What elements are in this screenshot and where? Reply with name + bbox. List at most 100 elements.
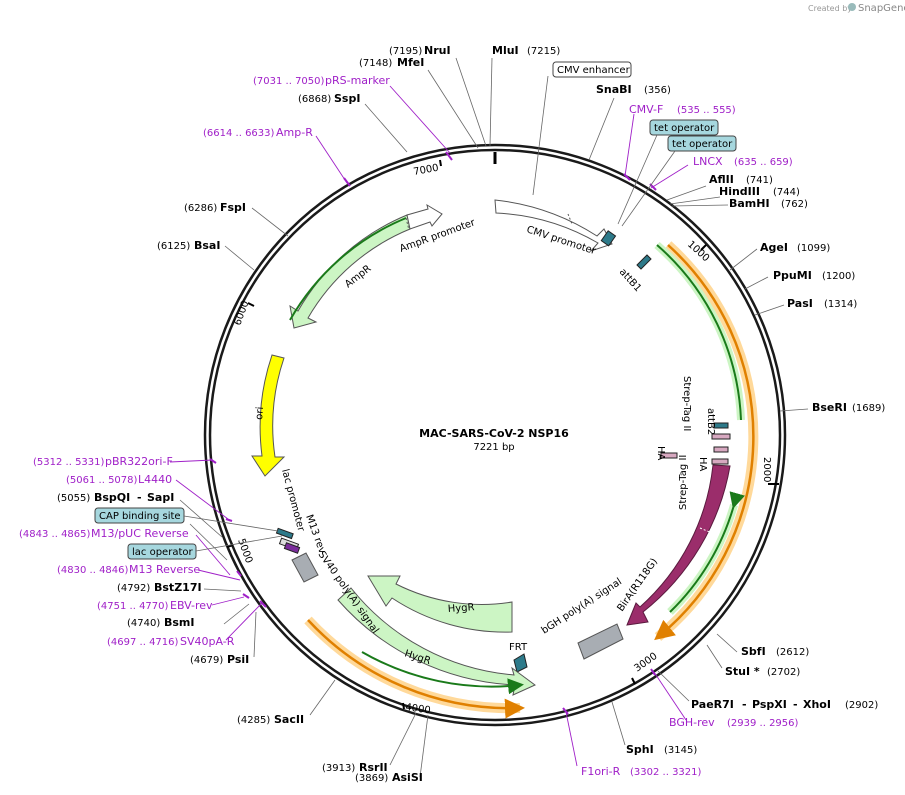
orf-arc-right[interactable] — [654, 244, 755, 641]
tet1-leader — [617, 134, 658, 225]
nrui-label[interactable]: NruI — [424, 44, 451, 57]
strep-tag-1-marker — [711, 433, 731, 440]
pasi-label[interactable]: PasI — [787, 297, 813, 310]
sapi-label[interactable]: SapI — [147, 491, 174, 504]
credit-prefix: Created by — [808, 4, 852, 13]
lac-operator-marker — [275, 527, 294, 540]
ha-left-marker — [660, 452, 678, 459]
pae-pos: (2902) — [845, 700, 878, 711]
tick-2000: 2000 — [761, 457, 772, 482]
mfei-label[interactable]: MfeI — [397, 56, 424, 69]
bsai-label[interactable]: BsaI — [194, 239, 220, 252]
cmv-enhancer-label: CMV enhancer — [557, 65, 631, 76]
bseri-label[interactable]: BseRI — [812, 401, 847, 414]
green-arc-right-bottom[interactable] — [669, 491, 745, 613]
tick-7000: 7000 — [413, 163, 440, 178]
snabi-label[interactable]: SnaBI — [596, 83, 632, 96]
backbone-inner — [208, 148, 782, 722]
sspi-pos: (6868) — [298, 94, 331, 105]
rsrii-label[interactable]: RsrII — [359, 761, 388, 774]
hindiii-label[interactable]: HindIII — [719, 185, 760, 198]
cmv-promoter-arrow[interactable] — [494, 199, 613, 253]
strep-tag-2-label: Strep-Tag II — [678, 455, 689, 510]
bspqi-label[interactable]: BspQI — [94, 491, 130, 504]
bsai-pos: (6125) — [157, 241, 190, 252]
psii-pos: (4679) — [190, 655, 223, 666]
ppumi-label[interactable]: PpuMI — [773, 269, 812, 282]
stui-label[interactable]: StuI * — [725, 665, 760, 678]
bamhi-label[interactable]: BamHI — [729, 197, 770, 210]
f1ori-range: (3302 .. 3321) — [630, 767, 702, 778]
cap-leader — [183, 515, 279, 532]
m13puc-label[interactable]: M13/pUC Reverse — [91, 527, 189, 540]
bghrev-range: (2939 .. 2956) — [727, 718, 799, 729]
xhoi-label[interactable]: XhoI — [803, 698, 831, 711]
bstz17i-label[interactable]: BstZ17I — [154, 581, 202, 594]
paer7i-label[interactable]: PaeR7I — [691, 698, 734, 711]
bstz17i-pos: (4792) — [117, 583, 150, 594]
sphi-label[interactable]: SphI — [626, 743, 654, 756]
leader-lines — [179, 57, 809, 778]
sacii-label[interactable]: SacII — [274, 713, 304, 726]
m13puc-range: (4843 .. 4865) — [19, 529, 91, 540]
mfei-pos: (7148) — [359, 58, 392, 69]
prs-marker-range: (7031 .. 7050) — [253, 76, 325, 87]
bamhi-pos: (762) — [781, 199, 808, 210]
pspxi-label[interactable]: PspXI — [752, 698, 787, 711]
aflii-label[interactable]: AflII — [709, 173, 734, 186]
fspi-label[interactable]: FspI — [220, 201, 246, 214]
sphi-pos: (3145) — [664, 745, 697, 756]
cmvf-range: (535 .. 555) — [677, 105, 736, 116]
lacop-leader — [195, 535, 283, 552]
m13rev-range: (4830 .. 4846) — [57, 565, 129, 576]
green-arc-right-top[interactable] — [656, 244, 742, 421]
rsrii-pos: (3913) — [322, 763, 355, 774]
sspi-label[interactable]: SspI — [334, 92, 360, 105]
pbr322ori-label[interactable]: pBR322ori-F — [105, 455, 173, 468]
attb1-label: attB1 — [617, 267, 643, 295]
psii-label[interactable]: PsiI — [227, 653, 249, 666]
hygr-arrow-inner[interactable] — [367, 575, 513, 633]
ampr-primer-label[interactable]: Amp-R — [276, 126, 313, 139]
bghrev-label[interactable]: BGH-rev — [669, 716, 715, 729]
fspi-pos: (6286) — [184, 203, 217, 214]
sv40-polya-block[interactable] — [291, 552, 319, 583]
cap-binding-site-box[interactable] — [94, 507, 185, 524]
pasi-pos: (1314) — [824, 299, 857, 310]
bira-arrow[interactable] — [626, 464, 731, 626]
bsmi-label[interactable]: BsmI — [164, 616, 195, 629]
sbfi-label[interactable]: SbfI — [741, 645, 766, 658]
tet-operator-1-label: tet operator — [654, 123, 715, 134]
asisi-label[interactable]: AsiSI — [392, 771, 423, 784]
m13rev-label[interactable]: M13 Reverse — [129, 563, 200, 576]
lncx-label[interactable]: LNCX — [693, 155, 723, 168]
tick-4000: 4000 — [405, 702, 432, 716]
tet-operator-1-box[interactable] — [649, 119, 719, 136]
mlui-label[interactable]: MluI — [492, 44, 519, 57]
sv40pa-label[interactable]: SV40pA-R — [180, 635, 235, 648]
pbr322ori-range: (5312 .. 5331) — [33, 457, 105, 468]
pae-sep-1: - — [742, 698, 747, 711]
cmvf-label[interactable]: CMV-F — [629, 103, 663, 116]
orf-arc-left[interactable] — [307, 619, 525, 719]
ampr-arrow[interactable] — [289, 214, 411, 329]
ampr-promoter-arrow[interactable] — [406, 203, 443, 230]
tet-operator-2-box[interactable] — [667, 135, 737, 152]
lac-operator-box[interactable] — [127, 543, 197, 560]
frt-marker — [513, 653, 528, 673]
prs-marker-label[interactable]: pRS-marker — [325, 74, 390, 87]
agei-label[interactable]: AgeI — [760, 241, 788, 254]
l4440-label[interactable]: L4440 — [138, 473, 172, 486]
cmv-enhancer-box[interactable] — [552, 61, 632, 78]
f1ori-label[interactable]: F1ori-R — [581, 765, 621, 778]
aflii-pos: (741) — [746, 175, 773, 186]
ori-arrow[interactable] — [251, 354, 286, 477]
bgh-polya-block[interactable] — [577, 623, 624, 660]
plasmid-size: 7221 bp — [473, 442, 514, 453]
lac-promoter-label: lac promoter — [279, 468, 306, 534]
sv40pa-range: (4697 .. 4716) — [107, 637, 179, 648]
credit-brand: SnapGene — [858, 3, 905, 14]
nrui-pos: (7195) — [389, 46, 422, 57]
ebvrev-label[interactable]: EBV-rev — [170, 599, 213, 612]
orf-glow-left — [304, 616, 521, 714]
